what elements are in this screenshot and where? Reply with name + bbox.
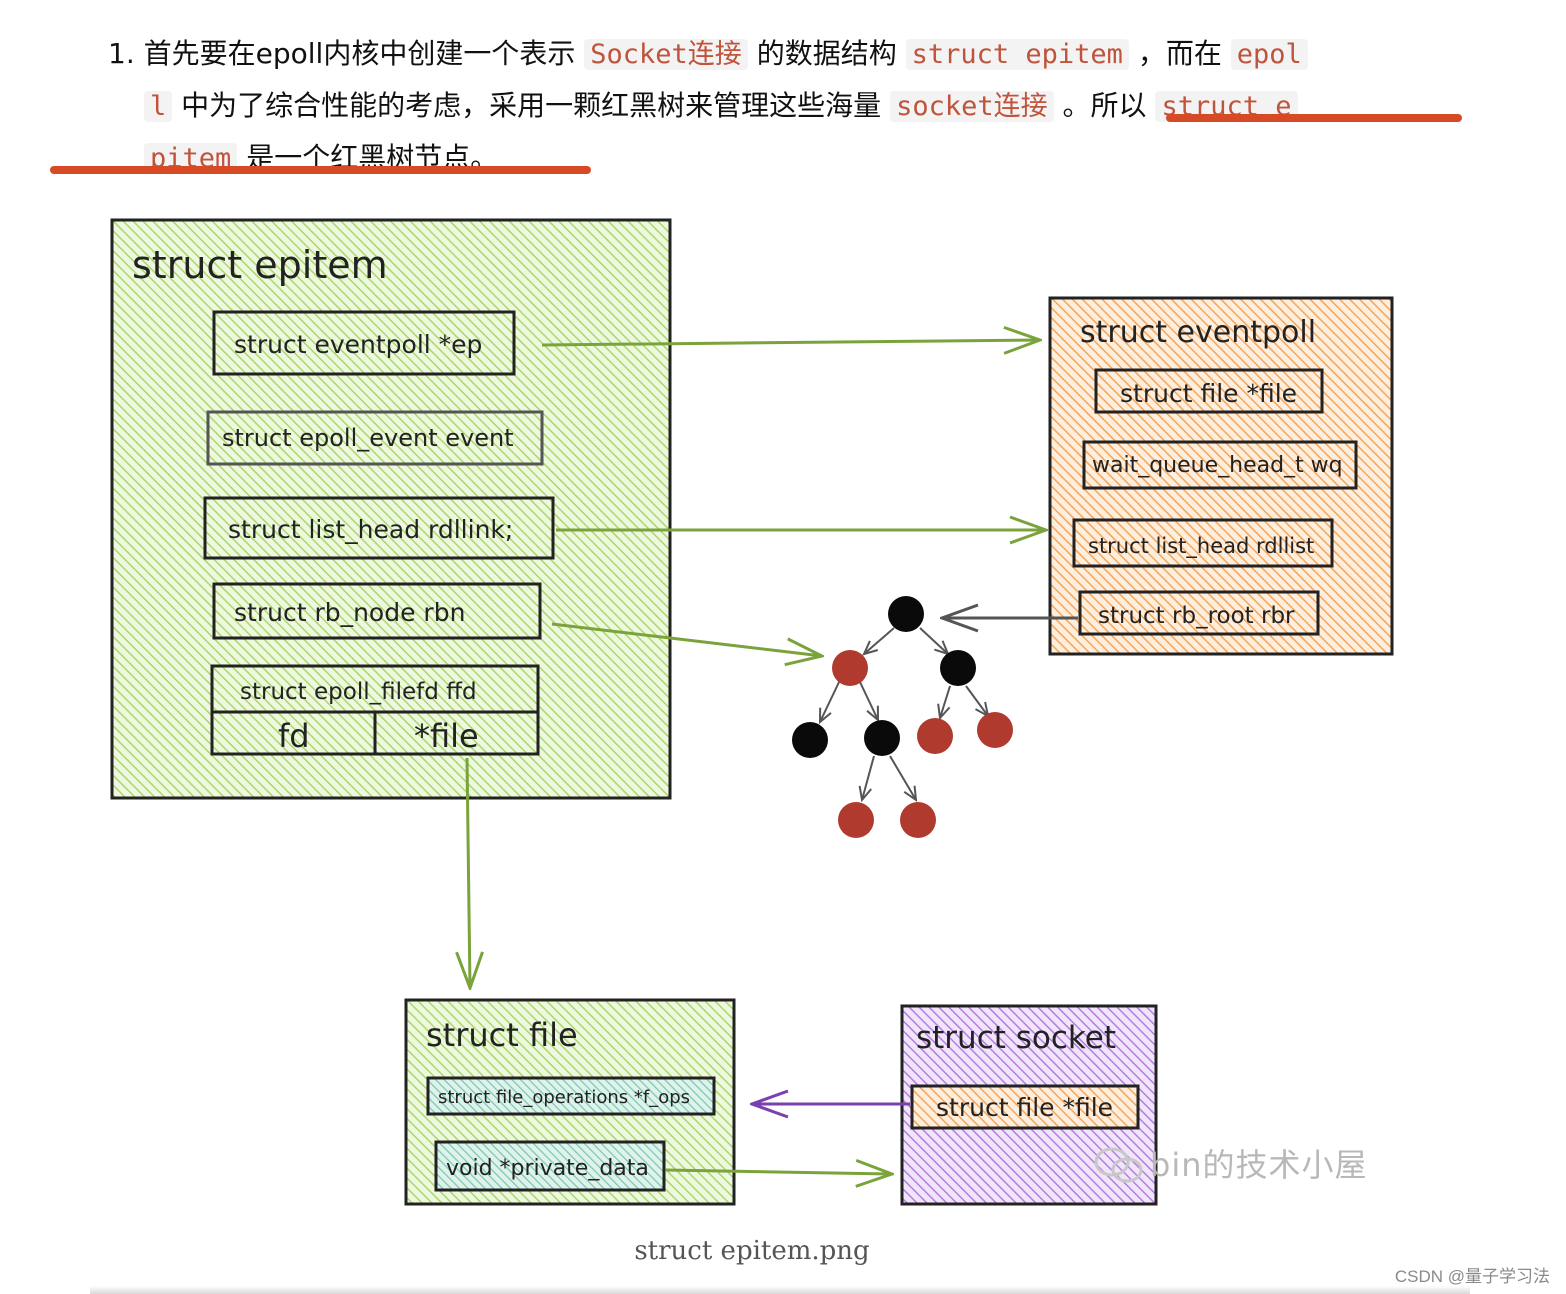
field-f-ops: struct file_operations *f_ops: [438, 1087, 690, 1108]
field-box: [1094, 368, 1324, 414]
field-filefd: struct epoll_filefd ffd: [240, 679, 477, 705]
inline-code: l: [144, 91, 173, 122]
field-file-ptr: struct file *file: [1120, 379, 1297, 408]
field-box: [212, 310, 516, 376]
field-box: [434, 1140, 666, 1192]
field-box: [910, 1084, 1140, 1130]
list-number: 1.: [108, 37, 135, 70]
inline-code: socket连接: [890, 91, 1054, 122]
inline-code: Socket连接: [584, 39, 748, 70]
tree-node-red: [900, 802, 936, 838]
text-span: 。所以: [1062, 89, 1147, 122]
tree-edges: [820, 627, 988, 800]
field-box: [212, 582, 542, 640]
inline-code: epol: [1230, 39, 1308, 70]
text-span: ，而在: [1137, 37, 1222, 70]
field-rdllink: struct list_head rdllink;: [228, 515, 513, 544]
text-span: 中为了综合性能的考虑，采用一颗红黑树来管理这些海量: [181, 89, 882, 122]
arrow-ep-to-eventpoll: [541, 340, 1040, 345]
field-box: [203, 496, 555, 560]
tree-node-black: [888, 596, 924, 632]
tree-node-red: [832, 650, 868, 686]
field-eventpoll-ep: struct eventpoll *ep: [234, 330, 482, 359]
file-box: struct file struct file_operations *f_op…: [404, 998, 736, 1206]
epitem-box: struct epitem struct eventpoll *ep struc…: [110, 218, 672, 800]
paragraph-line-1: 1. 首先要在epoll内核中创建一个表示 Socket连接 的数据结构 str…: [108, 28, 1308, 81]
field-fd: fd: [278, 717, 310, 755]
red-black-tree: [792, 596, 1013, 838]
epitem-title: struct epitem: [132, 243, 388, 287]
field-box: [206, 410, 544, 466]
page-bottom-shadow: [90, 1286, 1470, 1294]
field-box: [1072, 518, 1334, 568]
eventpoll-title: struct eventpoll: [1080, 315, 1316, 350]
field-box: [1082, 440, 1358, 490]
wechat-icon: [1094, 1147, 1143, 1183]
field-file: *file: [414, 717, 479, 755]
field-rb-root: struct rb_root rbr: [1098, 603, 1295, 629]
field-box: [426, 1076, 716, 1116]
tree-node-red: [838, 802, 874, 838]
text-span: 首先要在epoll内核中创建一个表示: [143, 37, 576, 70]
field-rbn: struct rb_node rbn: [234, 598, 465, 627]
arrow-file-ptr-to-file: [467, 757, 470, 988]
csdn-credit: CSDN @量子学习法: [1394, 1267, 1550, 1286]
eventpoll-box: struct eventpoll struct file *file wait_…: [1048, 296, 1394, 656]
field-rdllist: struct list_head rdllist: [1088, 534, 1314, 559]
tree-node-red: [977, 712, 1013, 748]
arrow-private-data-to-socket: [665, 1170, 892, 1174]
tree-node-red: [917, 718, 953, 754]
image-caption: struct epitem.png: [634, 1236, 870, 1266]
red-underline-2: [50, 166, 591, 174]
socket-box: struct socket struct file *file: [900, 1004, 1158, 1206]
field-socket-file: struct file *file: [936, 1093, 1113, 1122]
arrow-rbn-to-tree: [551, 622, 822, 656]
tree-node-black: [792, 722, 828, 758]
text-span: 的数据结构: [756, 37, 897, 70]
tree-node-black: [940, 650, 976, 686]
field-epoll-event: struct epoll_event event: [222, 424, 514, 452]
field-wait-queue: wait_queue_head_t wq: [1092, 453, 1343, 478]
field-box: [1078, 590, 1320, 636]
field-private-data: void *private_data: [446, 1156, 649, 1181]
inline-code: struct epitem: [905, 39, 1129, 70]
tree-node-black: [864, 720, 900, 756]
socket-title: struct socket: [916, 1020, 1116, 1056]
file-title: struct file: [426, 1016, 578, 1054]
red-underline-1: [1166, 114, 1462, 122]
watermark-text: bin的技术小屋: [1150, 1146, 1368, 1184]
